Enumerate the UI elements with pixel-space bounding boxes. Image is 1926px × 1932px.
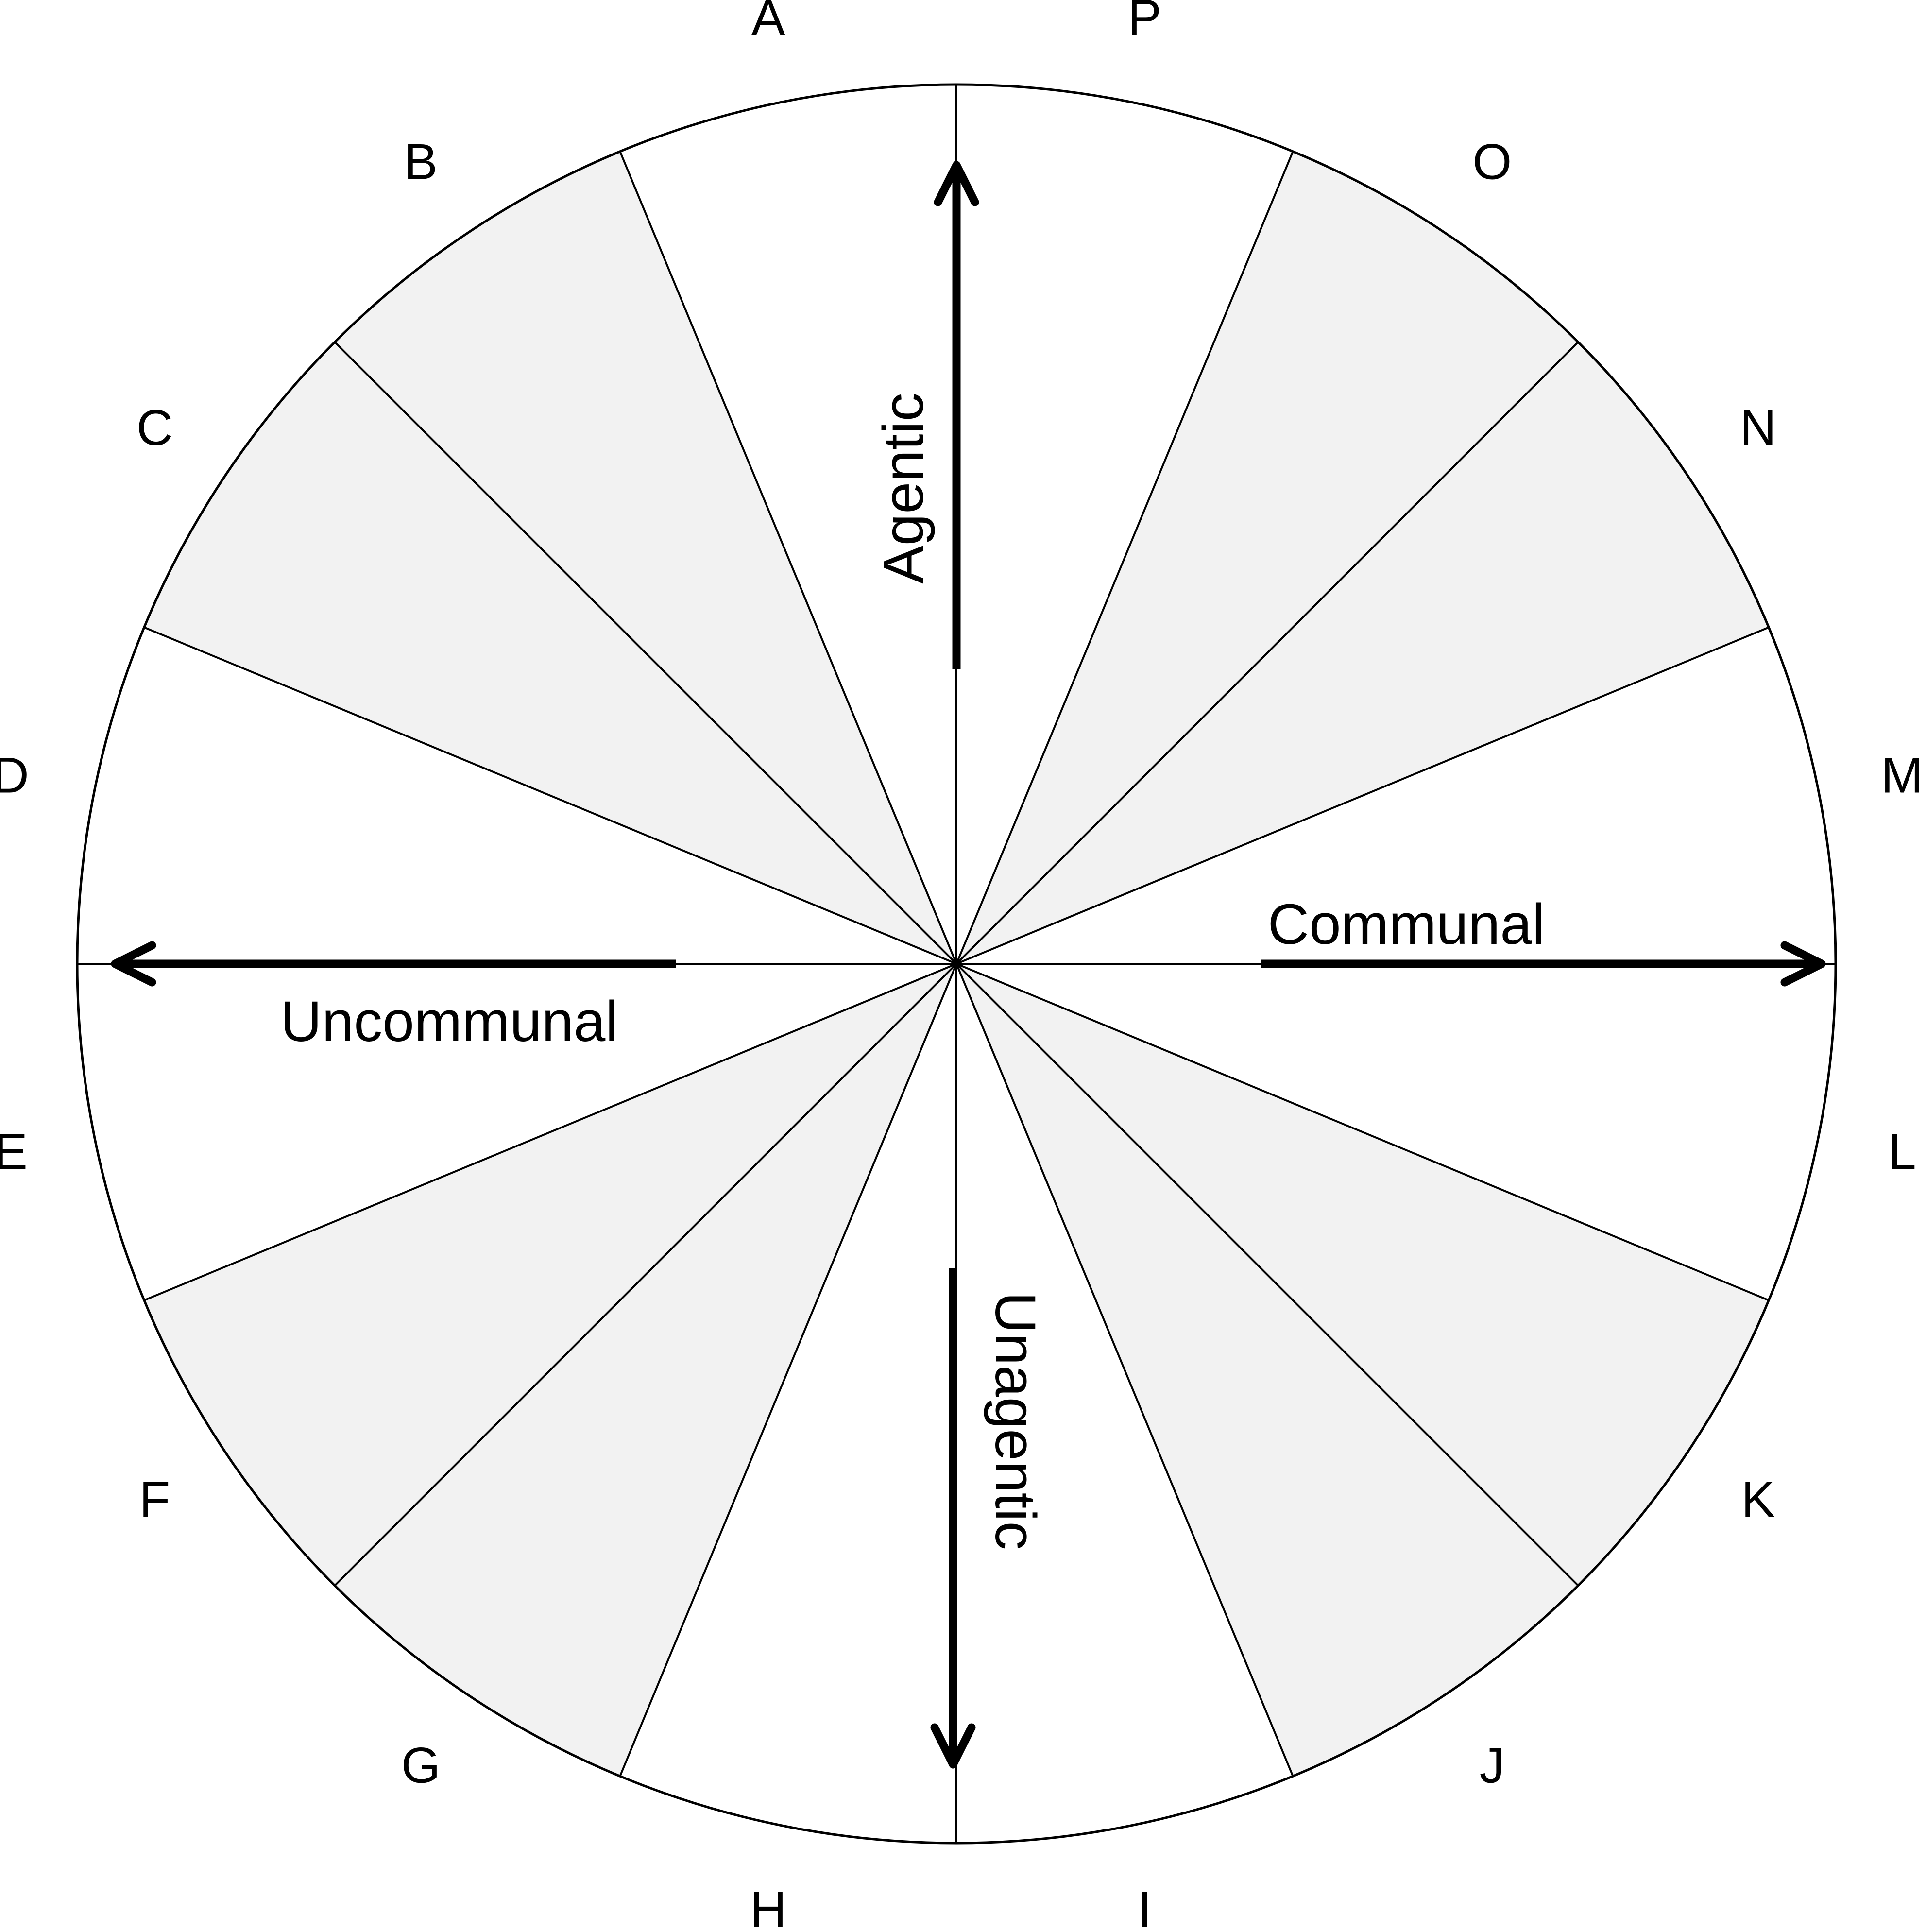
octant-sector-p xyxy=(956,85,1293,964)
octant-label-g: G xyxy=(401,1737,441,1794)
octant-sector-i xyxy=(956,964,1293,1843)
divider-line xyxy=(144,626,957,965)
octant-sector-f xyxy=(144,964,956,1586)
octant-sector-n xyxy=(956,342,1769,964)
octant-sector-m xyxy=(956,627,1836,964)
arrow-left-head xyxy=(111,941,156,987)
octant-label-d: D xyxy=(0,748,29,804)
octant-sector-h xyxy=(620,964,956,1843)
divider-line xyxy=(334,341,957,965)
arrow-up xyxy=(934,161,979,669)
axis-arrows xyxy=(111,161,1826,1769)
divider-line xyxy=(619,963,957,1777)
octant-label-e: E xyxy=(0,1124,28,1180)
arrow-up-head xyxy=(934,161,979,206)
arrow-left xyxy=(111,941,676,987)
octant-sector-c xyxy=(144,342,956,964)
divider-line xyxy=(955,341,1579,965)
octant-label-b: B xyxy=(404,134,438,190)
octant-sector-o xyxy=(956,151,1578,964)
axis-label-unagentic: Unagentic xyxy=(983,1292,1047,1550)
octant-label-n: N xyxy=(1740,400,1776,456)
octant-label-j: J xyxy=(1480,1737,1505,1794)
octant-sector-l xyxy=(956,964,1836,1300)
divider-line xyxy=(334,963,957,1587)
octant-label-m: M xyxy=(1881,748,1924,804)
octant-label-k: K xyxy=(1741,1471,1775,1528)
octant-label-l: L xyxy=(1888,1124,1916,1180)
octant-sector-e xyxy=(77,964,956,1300)
arrow-down-head xyxy=(930,1723,976,1769)
divider-line xyxy=(144,963,957,1301)
axis-label-uncommunal: Uncommunal xyxy=(280,990,618,1054)
divider-line xyxy=(619,151,957,964)
octant-sector-g xyxy=(335,964,956,1777)
octant-sector-d xyxy=(77,627,956,964)
octant-sector-b xyxy=(335,151,956,964)
octant-dividers xyxy=(77,85,1836,1843)
octant-label-h: H xyxy=(750,1881,786,1932)
octant-label-c: C xyxy=(136,400,173,456)
arrow-right-head xyxy=(1780,941,1826,987)
octant-label-o: O xyxy=(1472,134,1512,190)
octant-label-p: P xyxy=(1128,0,1161,46)
arrow-down xyxy=(930,1268,976,1769)
axis-label-communal: Communal xyxy=(1268,892,1545,957)
octant-sector-a xyxy=(620,85,956,964)
octant-label-a: A xyxy=(751,0,785,46)
divider-line xyxy=(956,963,1769,1301)
divider-line xyxy=(955,151,1294,964)
divider-line xyxy=(955,963,1294,1777)
axis-label-agentic: Agentic xyxy=(871,393,936,584)
divider-line xyxy=(956,626,1769,965)
circumplex-outline xyxy=(76,83,1837,1845)
arrow-right xyxy=(1261,941,1826,987)
octant-sector-j xyxy=(956,964,1578,1777)
octant-sector-k xyxy=(956,964,1769,1586)
octant-label-f: F xyxy=(139,1471,170,1528)
divider-line xyxy=(955,963,1579,1587)
octant-sectors xyxy=(77,85,1836,1843)
octant-label-i: I xyxy=(1138,1881,1152,1932)
